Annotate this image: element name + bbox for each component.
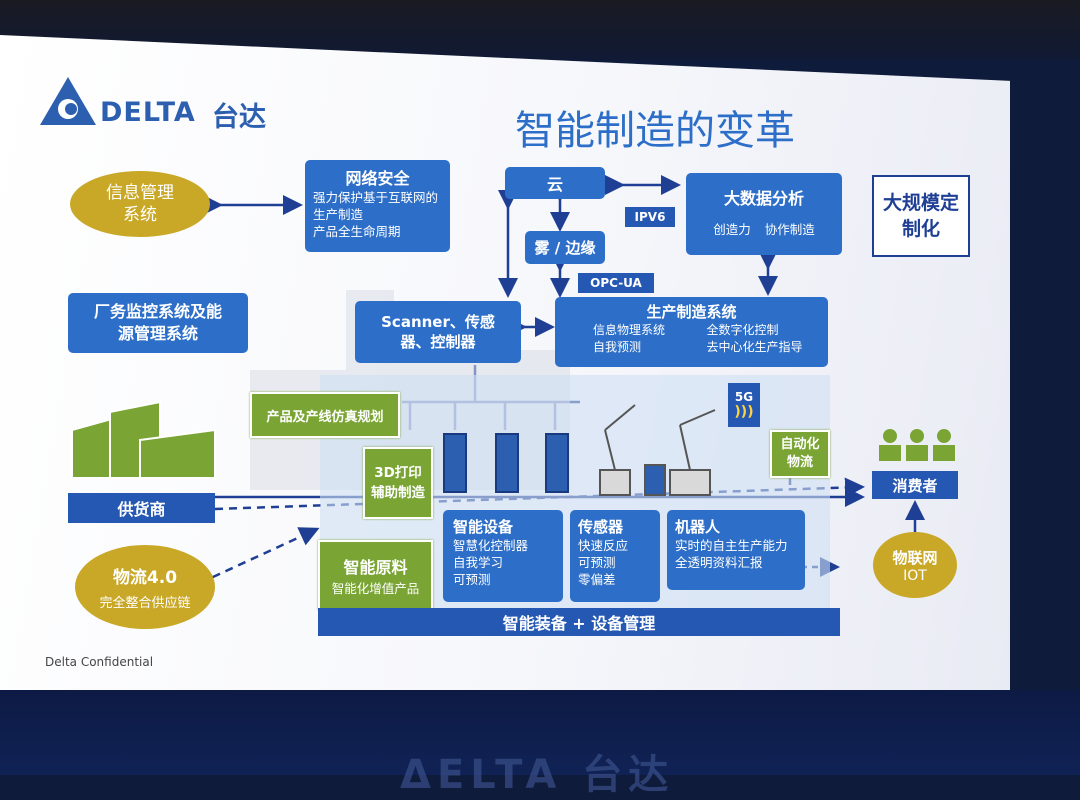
mass-customization-label: 大规模定制化 xyxy=(882,192,959,240)
production-system-item: 自我预测 xyxy=(593,340,642,354)
wifi-icon: ))) xyxy=(734,404,754,420)
page-title: 智能制造的变革 xyxy=(515,108,795,154)
consumer-label: 消费者 xyxy=(892,476,938,495)
robots-item: 全透明资料汇报 xyxy=(675,555,763,570)
equipment-management-label: 智能装备 + 设备管理 xyxy=(502,614,656,633)
opc-ua-label: OPC-UA xyxy=(590,276,642,290)
smart-materials-node: 智能原料 智能化增值产品 xyxy=(318,540,433,610)
factory-monitoring-node: 厂务监控系统及能源管理系统 xyxy=(68,293,248,353)
network-security-item: 强力保护基于互联网的生产制造 xyxy=(313,190,439,222)
confidential-footer: Delta Confidential xyxy=(45,655,154,669)
delta-brand: DELTA xyxy=(100,97,196,128)
bottom-strip-brand: ΔELTA 台达 xyxy=(400,752,675,798)
info-management-label: 信息管理系统 xyxy=(106,183,174,225)
3d-printing-label: 3D打印辅助制造 xyxy=(371,465,425,501)
smart-materials-title: 智能原料 xyxy=(343,557,408,577)
auto-logistics-node: 自动化物流 xyxy=(770,430,830,478)
robot-arms-icon xyxy=(590,390,730,500)
supplier-node: 供货商 xyxy=(68,493,215,523)
network-security-item: 产品全生命周期 xyxy=(313,224,401,239)
network-security-title: 网络安全 xyxy=(345,169,410,188)
delta-logo-icon xyxy=(38,75,98,127)
equipment-management-bar: 智能装备 + 设备管理 xyxy=(318,608,840,636)
iot-sub: IOT xyxy=(903,567,927,584)
simulation-planning-node: 产品及产线仿真规划 xyxy=(250,392,400,438)
factory-monitoring-label: 厂务监控系统及能源管理系统 xyxy=(93,302,222,343)
projection-screen: DELTA 台达 智能制造的变革 信息管理系统 网络安全 强力保护基于互联网的生… xyxy=(0,35,1010,690)
network-security-node: 网络安全 强力保护基于互联网的生产制造 产品全生命周期 xyxy=(305,160,450,252)
supplier-buildings-icon xyxy=(70,400,220,480)
info-management-node: 信息管理系统 xyxy=(70,171,210,237)
smart-devices-node: 智能设备 智慧化控制器 自我学习 可预测 xyxy=(443,510,563,602)
production-system-node: 生产制造系统 信息物理系统 全数字化控制 自我预测 去中心化生产指导 xyxy=(555,297,828,367)
control-cabinet-icon xyxy=(495,433,519,493)
consumer-node: 消费者 xyxy=(872,471,958,499)
fog-edge-label: 雾 / 边缘 xyxy=(534,239,596,257)
delta-brand-cn: 台达 xyxy=(212,102,266,133)
big-data-node: 大数据分析 创造力 协作制造 xyxy=(686,173,842,255)
sensors-item: 可预测 xyxy=(578,555,616,570)
production-system-item: 信息物理系统 xyxy=(593,323,666,337)
production-system-item: 去中心化生产指导 xyxy=(706,340,803,354)
scanner-label: Scanner、传感器、控制器 xyxy=(381,313,495,351)
smart-devices-item: 可预测 xyxy=(453,572,491,587)
smart-materials-sub: 智能化增值产品 xyxy=(331,580,420,596)
mass-customization-node: 大规模定制化 xyxy=(872,175,970,257)
robots-node: 机器人 实时的自主生产能力 全透明资料汇报 xyxy=(667,510,805,590)
room-floor xyxy=(0,690,1080,775)
ipv6-badge: IPV6 xyxy=(625,207,675,227)
simulation-planning-label: 产品及产线仿真规划 xyxy=(266,409,384,425)
cloud-label: 云 xyxy=(546,175,563,194)
supplier-label: 供货商 xyxy=(117,500,166,519)
big-data-item: 创造力 xyxy=(713,222,751,237)
iot-title: 物联网 xyxy=(892,548,938,567)
consumer-people-icon xyxy=(877,427,957,463)
sensors-item: 快速反应 xyxy=(578,538,629,553)
3d-printing-node: 3D打印辅助制造 xyxy=(363,447,433,519)
auto-logistics-label: 自动化物流 xyxy=(780,437,820,470)
fog-edge-node: 雾 / 边缘 xyxy=(525,231,605,264)
5g-badge: 5G ))) xyxy=(728,383,760,427)
control-cabinet-icon xyxy=(443,433,467,493)
robots-title: 机器人 xyxy=(675,518,721,536)
smart-devices-item: 自我学习 xyxy=(453,555,504,570)
smart-devices-title: 智能设备 xyxy=(453,518,514,536)
big-data-title: 大数据分析 xyxy=(723,189,804,208)
cloud-node: 云 xyxy=(505,167,605,199)
production-system-item: 全数字化控制 xyxy=(706,323,779,337)
ipv6-label: IPV6 xyxy=(634,210,666,224)
scanner-node: Scanner、传感器、控制器 xyxy=(355,301,521,363)
opc-ua-badge: OPC-UA xyxy=(578,273,654,293)
logistics-40-sub: 完全整合供应链 xyxy=(99,596,191,611)
sensors-title: 传感器 xyxy=(578,518,624,536)
5g-label: 5G xyxy=(734,390,754,404)
production-system-title: 生产制造系统 xyxy=(646,303,737,321)
sensors-node: 传感器 快速反应 可预测 零偏差 xyxy=(570,510,660,602)
smart-devices-item: 智慧化控制器 xyxy=(453,538,529,553)
sensors-item: 零偏差 xyxy=(578,572,616,587)
logistics-40-title: 物流4.0 xyxy=(112,568,178,588)
iot-node: 物联网 IOT xyxy=(873,532,957,598)
big-data-item: 协作制造 xyxy=(764,222,815,237)
logistics-40-node: 物流4.0 完全整合供应链 xyxy=(75,545,215,629)
control-cabinet-icon xyxy=(545,433,569,493)
robots-item: 实时的自主生产能力 xyxy=(675,538,788,553)
